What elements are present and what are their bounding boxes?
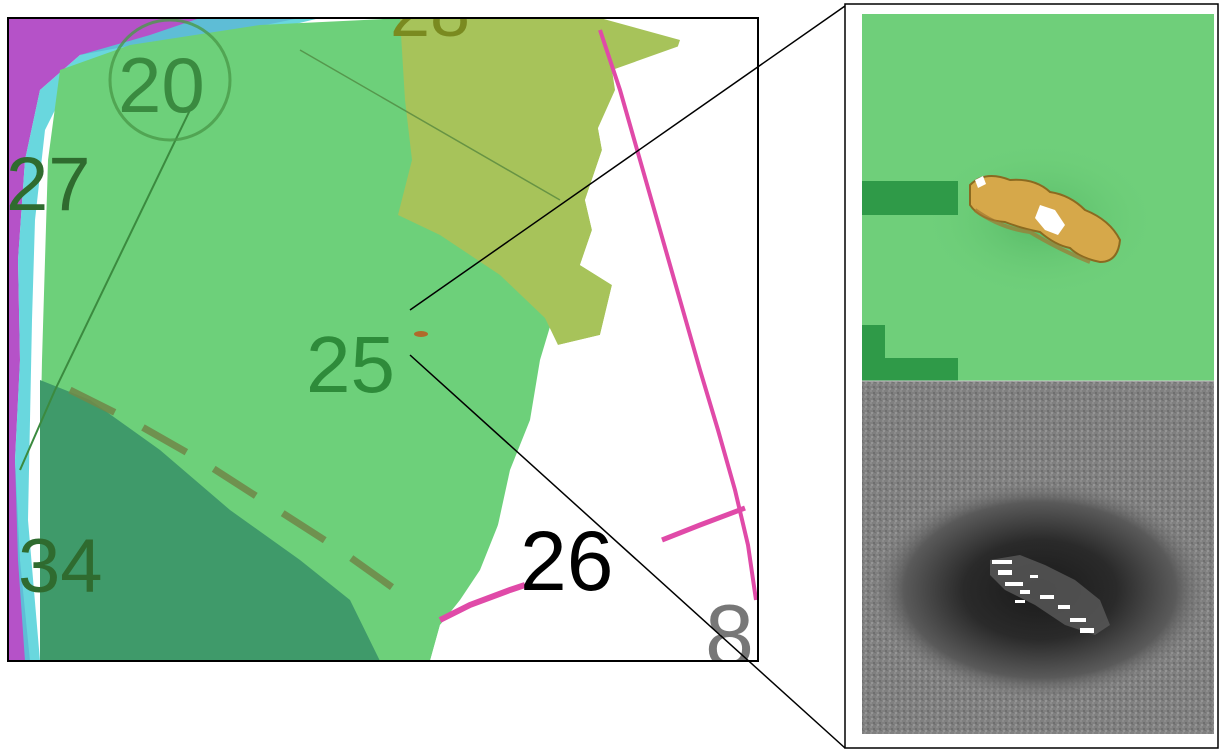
depth-label-34: 34	[18, 524, 103, 609]
depth-label-26: 26	[520, 514, 613, 608]
track-line-2	[19, 389, 56, 471]
bathymetry-map: 28 20 27 25 26 34 8	[6, 0, 758, 685]
boundary-line-branch-lower	[438, 582, 526, 623]
wreck-shadow	[973, 208, 1091, 264]
boundary-line	[598, 29, 758, 601]
target-marker	[414, 331, 428, 337]
depth-label-25: 25	[306, 320, 395, 409]
depth-label-27: 27	[6, 142, 91, 227]
track-line-3	[299, 49, 561, 201]
track-segment-top	[862, 181, 958, 215]
callout-line-bottom	[409, 354, 846, 749]
map-frame	[7, 17, 759, 662]
wreck-highlight-small	[975, 176, 986, 188]
wreck-highlight	[1035, 205, 1065, 235]
label-20-circle	[108, 18, 232, 142]
sonar-bright-returns	[992, 560, 1094, 633]
unsurveyed-area	[430, 18, 758, 661]
contour-dashed	[68, 386, 413, 603]
boundary-line-branch	[661, 505, 746, 543]
inset-sonar-view	[862, 381, 1214, 734]
survey-strip-olive	[398, 18, 680, 345]
deep-zone	[40, 380, 380, 661]
track-line-1	[54, 109, 191, 391]
depth-label-20: 20	[118, 41, 205, 129]
depth-label-bottom-right-partial: 8	[705, 586, 754, 685]
track-corner-bottom	[862, 325, 958, 381]
depth-label-top-partial: 28	[390, 0, 470, 52]
inset-relief-view	[862, 14, 1214, 381]
shallow-zone	[8, 18, 300, 661]
callout-line-top	[409, 5, 846, 311]
